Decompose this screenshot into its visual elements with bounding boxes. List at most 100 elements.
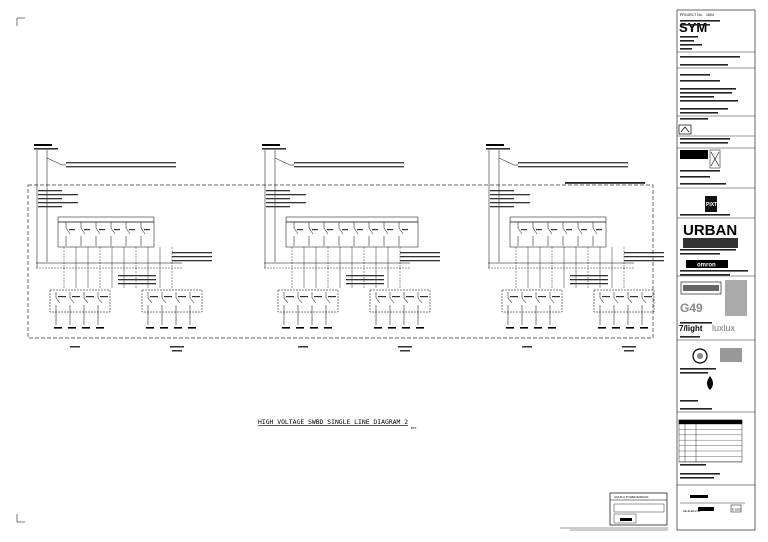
incomer-label-mark [486,144,504,146]
breaker-label-mark [616,296,624,298]
note-text-mark [570,275,608,277]
lower-breaker [83,292,89,325]
outgoing-label-mark [520,327,528,329]
title-block-text-mark [680,112,718,114]
note-text-mark [400,252,440,254]
note-text-mark [624,252,664,254]
breaker-label-mark [536,229,542,231]
revision-rows [679,429,742,462]
title-block-text-mark [680,270,748,272]
corner-marks [16,17,25,523]
drawing-no: AE-E-ELV-02 [683,509,701,513]
note-text-mark [400,256,440,258]
diagram-title: HIGH VOLTAGE SWBD SINGLE LINE DIAGRAM 2 [258,418,408,426]
logo-luxlux: luxlux [712,323,736,333]
breaker-label-mark [402,229,408,231]
note-text-mark [118,275,156,277]
breaker-label-mark [178,296,186,298]
lower-breaker [97,292,103,325]
logo-7light: 7/light [679,324,703,333]
title-block-text-mark [680,56,740,58]
breaker-symbol [338,222,344,246]
lower-breaker [189,292,195,325]
breaker-label-mark [192,296,200,298]
outgoing-label-mark [506,327,514,329]
spec-text-mark [266,206,290,208]
breaker-symbol [547,222,553,246]
spec-text-mark [38,190,62,192]
title-block: PROJECT No. 1804 SYM PIXT URBAN omron G4… [676,9,756,531]
section-label-mark [70,346,80,348]
breaker-symbol [65,222,71,246]
title-block-text-mark [680,80,720,82]
title-block-text-mark [680,24,710,26]
lower-breaker [283,292,289,325]
breaker-label-mark [387,229,393,231]
incomer-cable [36,150,48,268]
project-no-label: PROJECT No. [680,13,703,17]
breaker-label-mark [406,296,414,298]
lower-compartment [593,289,655,313]
spec-text-mark [266,202,306,204]
spec-text-mark [490,190,514,192]
title-block-text-mark [680,336,700,338]
spec-text-mark [38,198,62,200]
enclosure-label-mark [565,182,645,184]
title-block-text-mark [680,138,730,140]
outgoing-label-mark [534,327,542,329]
switchboard-enclosure [27,184,654,339]
consultant-logos: PIXT URBAN omron G49 7/light luxlux [678,124,747,390]
spec-text-mark [490,206,514,208]
section-label-mark [622,346,636,348]
breaker-symbol [383,222,389,246]
note-text-mark [118,283,156,285]
note-text-mark [624,256,664,258]
breaker-symbol [368,222,374,246]
tap-line [498,157,518,166]
outgoing-label-mark [416,327,424,329]
logo-g49: G49 [680,301,703,315]
lower-compartment [277,289,339,313]
breaker-symbol [532,222,538,246]
outgoing-label-mark [388,327,396,329]
spec-text-mark [490,198,514,200]
note-text-mark [346,275,384,277]
breaker-label-mark [328,296,336,298]
tap-line [46,157,66,166]
breaker-label-mark [300,296,308,298]
spec-text-mark [38,202,78,204]
outgoing-label-mark [626,327,634,329]
spec-text-mark [490,194,530,196]
title-block-text-mark [680,214,730,216]
firm-logo: SYM [679,20,707,35]
breaker-label-mark [114,229,120,231]
title-block-text-mark [680,100,738,102]
logo-urban: URBAN [683,222,737,239]
outgoing-label-mark [640,327,648,329]
incomer-cable [488,150,500,268]
breaker-symbol [577,222,583,246]
section-label-mark [624,350,634,352]
title-block-text-mark [680,372,708,374]
breaker-label-mark [372,229,378,231]
lower-breaker [507,292,513,325]
lower-breaker [403,292,409,325]
lower-breaker [55,292,61,325]
lower-breaker [69,292,75,325]
lower-breaker [161,292,167,325]
breaker-label-mark [84,229,90,231]
lower-breaker [613,292,619,325]
title-block-text-mark [680,274,730,276]
stamp-heading: AQUILA TOWERS/MAGS [614,495,648,499]
breaker-symbol [517,222,523,246]
outgoing-label-mark [598,327,606,329]
breaker-label-mark [552,296,560,298]
breaker-label-mark [144,229,150,231]
outgoing-label-mark [612,327,620,329]
title-block-text-mark [680,368,716,370]
incomer-label-mark [486,148,510,150]
breaker-label-mark [72,296,80,298]
outgoing-label-mark [324,327,332,329]
upper-busbar-box [57,216,155,248]
title-block-text-mark [680,88,736,90]
